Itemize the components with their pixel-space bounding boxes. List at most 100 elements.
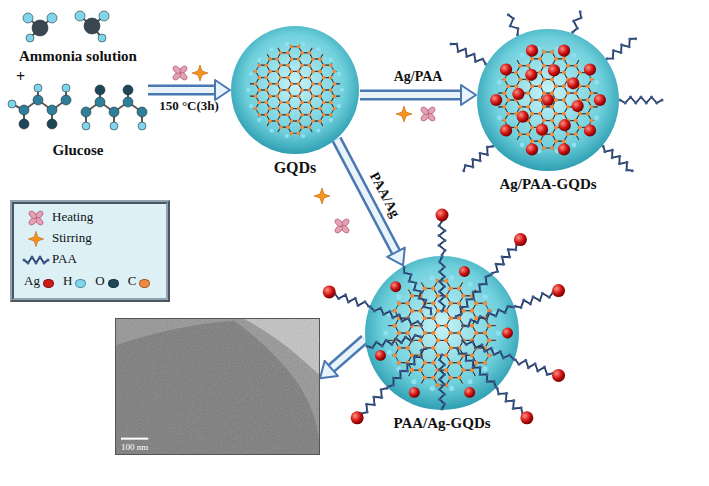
carbon-atom: [538, 139, 541, 142]
carbon-atom: [503, 91, 506, 94]
chain-line: [508, 15, 518, 35]
carbon-atom: [554, 57, 557, 60]
carbon-atom: [470, 324, 474, 328]
carbon-atom: [290, 119, 293, 122]
carbon-atom: [449, 376, 453, 380]
carbon-atom: [550, 133, 553, 136]
carbon-atom: [406, 301, 410, 305]
carbon-atom: [554, 126, 557, 129]
stirring-icon: [192, 65, 208, 81]
chain-bead: [438, 244, 441, 247]
chain-bead: [520, 306, 523, 309]
carbon-atom: [457, 361, 461, 365]
chain-bead: [387, 385, 390, 388]
carbon-atom: [554, 85, 557, 88]
ag-nanoparticle: [558, 45, 570, 57]
carbon-atom: [265, 113, 268, 116]
chain-bead: [479, 366, 482, 369]
arrow-outline: [360, 89, 463, 100]
carbon-atom: [290, 70, 293, 73]
carbon-atom: [444, 368, 448, 372]
carbon-atom: [301, 51, 304, 54]
particle-shape: [476, 28, 620, 172]
carbon-atom: [444, 339, 448, 343]
carbon-atom: [419, 339, 423, 343]
carbon-atom: [322, 88, 325, 91]
heating-petal: [172, 65, 182, 75]
carbon-atom: [276, 132, 279, 135]
carbon-atom: [311, 70, 314, 73]
carbon-atom: [562, 98, 565, 101]
carbon-atom: [578, 57, 581, 60]
carbon-atom: [550, 105, 553, 108]
carbon-atom: [550, 78, 553, 81]
carbon-atom: [462, 368, 466, 372]
carbon-atom: [530, 57, 533, 60]
carbon-atom: [268, 57, 271, 60]
carbon-atom: [519, 133, 522, 136]
chain-bead: [507, 248, 510, 251]
carbon-atom: [590, 105, 593, 108]
atom: [47, 119, 57, 129]
carbon-atom: [340, 95, 343, 98]
chain-bead: [486, 380, 489, 383]
carbon-atom: [444, 309, 448, 313]
carbon-atom: [265, 51, 268, 54]
carbon-atom: [590, 91, 593, 94]
carbon-atom: [515, 85, 518, 88]
chain-bead: [546, 373, 549, 376]
carbon-atom: [566, 64, 569, 67]
chain-bead: [619, 51, 622, 54]
ag-nanoparticle: [542, 94, 554, 106]
carbon-atom: [290, 70, 293, 73]
carbon-atom: [432, 331, 436, 335]
carbon-atom: [578, 57, 581, 60]
chain-bead: [399, 377, 402, 380]
carbon-atom: [276, 45, 279, 48]
ag-nanoparticle: [584, 63, 596, 75]
carbon-atom: [562, 71, 565, 74]
carbon-atom: [384, 324, 388, 328]
chain-bead: [406, 370, 409, 373]
carbon-atom: [538, 139, 541, 142]
carbon-atom: [562, 85, 565, 88]
carbon-atom: [530, 57, 533, 60]
carbon-atom: [393, 309, 397, 313]
carbon-atom: [254, 82, 257, 85]
carbon-atom: [566, 133, 569, 136]
carbon-atom: [530, 126, 533, 129]
carbon-atom: [457, 301, 461, 305]
chain-bead: [474, 346, 477, 349]
carbon-atom: [397, 331, 401, 335]
paa-chain: [403, 266, 433, 316]
carbon-atom: [436, 294, 440, 298]
chain-bead: [472, 359, 475, 362]
hydrogen-atom: [329, 58, 333, 62]
carbon-atom: [496, 339, 500, 343]
condition-label: Ag/PAA: [394, 69, 443, 85]
atom: [99, 11, 109, 21]
carbon-atom: [554, 98, 557, 101]
carbon-atom: [406, 287, 410, 291]
carbon-atom: [268, 107, 271, 110]
carbon-atom: [290, 82, 293, 85]
carbon-atom: [406, 301, 410, 305]
carbon-atom: [487, 324, 491, 328]
paa-chain: [387, 347, 428, 388]
reactant-label: Glucose: [53, 142, 104, 159]
chain-bead: [493, 353, 496, 356]
carbon-atom: [500, 316, 504, 320]
carbon-atom: [436, 309, 440, 313]
hydrogen-atom: [594, 115, 599, 120]
carbon-atom: [550, 119, 553, 122]
carbon-atom: [474, 376, 478, 380]
chain-bead: [472, 298, 475, 301]
ag-nanoparticle: [502, 328, 513, 339]
chain-bead: [416, 320, 419, 323]
carbon-atom: [462, 279, 466, 283]
chain-bead: [366, 411, 369, 414]
carbon-atom: [423, 316, 427, 320]
chain-bead: [461, 324, 464, 327]
carbon-atom: [290, 45, 293, 48]
carbon-atom: [436, 353, 440, 357]
